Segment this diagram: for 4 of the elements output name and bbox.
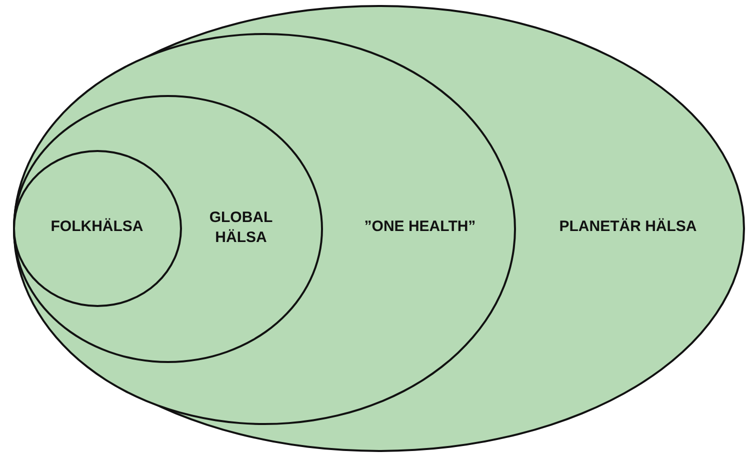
- ellipse-label: GLOBAL HÄLSA: [208, 208, 274, 248]
- ellipse-label: PLANETÄR HÄLSA: [558, 217, 698, 237]
- ellipse-label: ”ONE HEALTH”: [363, 217, 477, 237]
- ellipse-label: FOLKHÄLSA: [50, 217, 144, 237]
